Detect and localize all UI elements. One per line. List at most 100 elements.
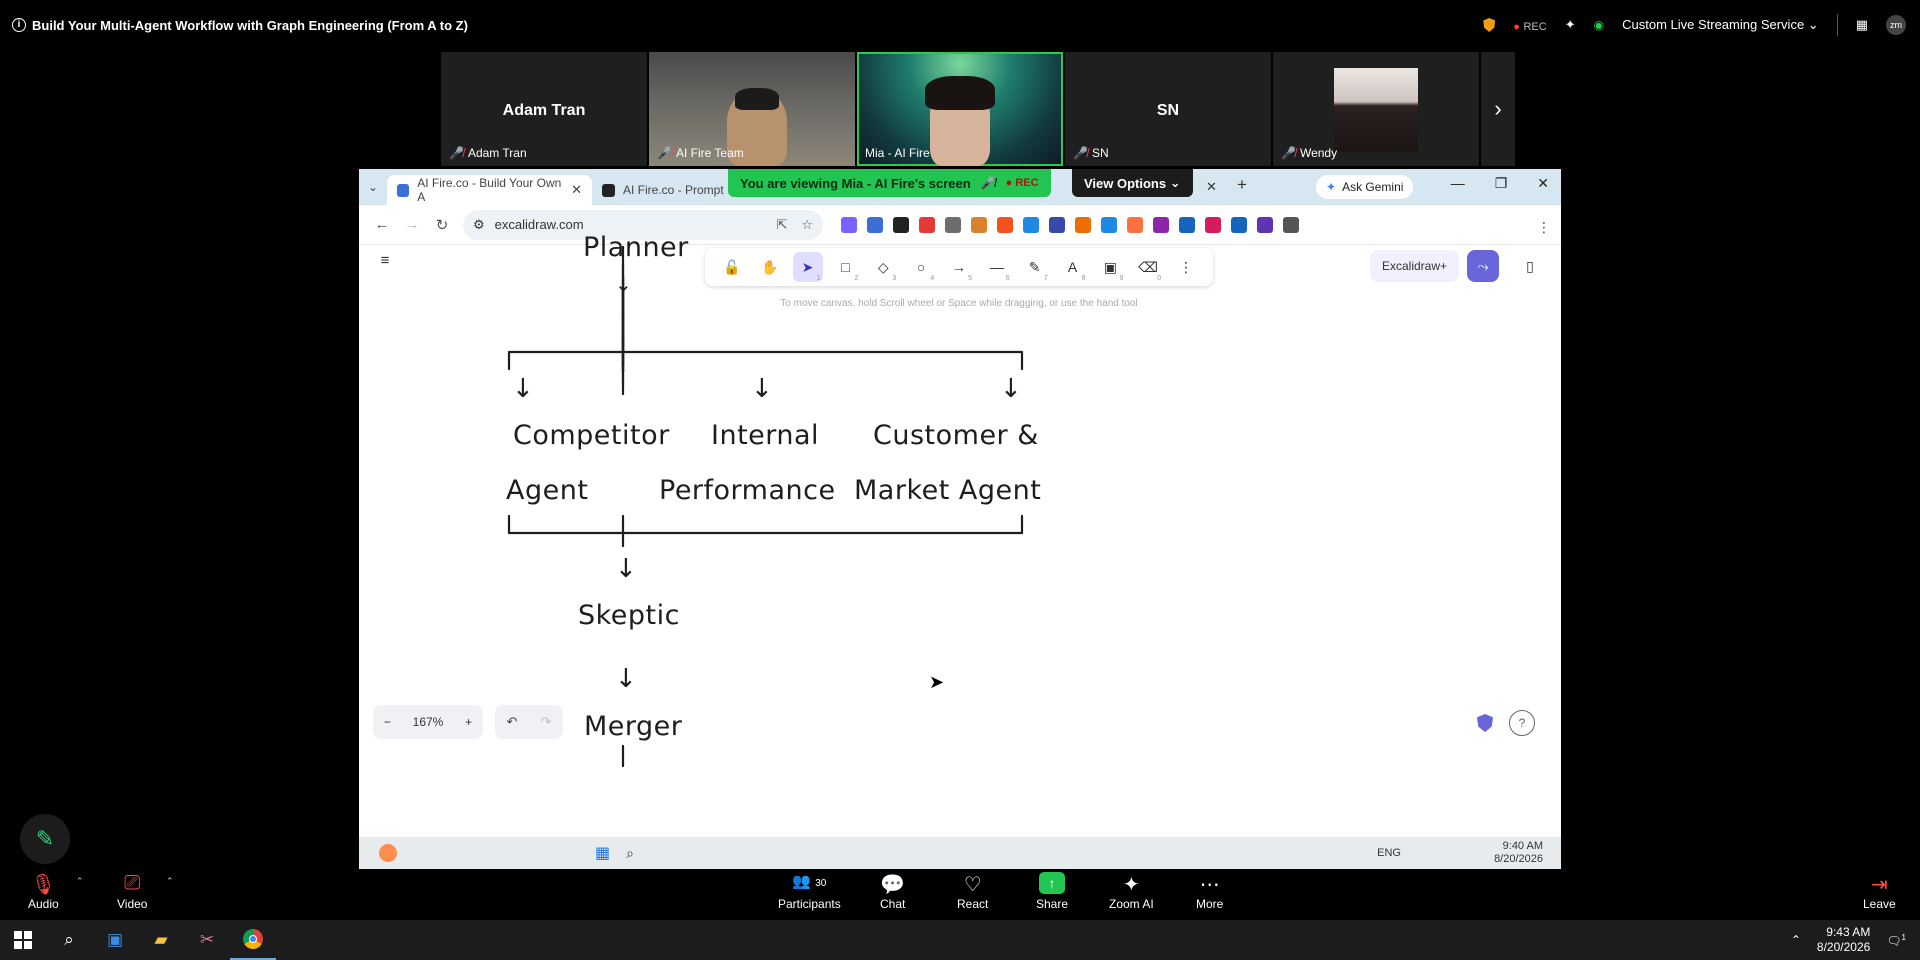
back-icon[interactable]: ←	[374, 216, 390, 233]
ellipse-tool-icon[interactable]: ○4	[906, 252, 936, 282]
browser-extension-icon[interactable]	[971, 216, 987, 233]
url-input[interactable]: ⚙ excalidraw.com ⇱☆	[463, 209, 823, 240]
more-button[interactable]: ⋯ More	[1196, 874, 1224, 911]
search-icon[interactable]: ⌕	[64, 930, 74, 949]
participant-tile[interactable]: SN 🎤̸SN	[1065, 52, 1271, 166]
audio-button[interactable]: 🎙 Audio	[28, 874, 59, 911]
annotate-pencil-icon[interactable]: ✎	[20, 814, 70, 864]
internal-performance-node-line2[interactable]: Performance	[659, 475, 836, 506]
close-window-icon[interactable]: ✕	[1537, 175, 1549, 191]
browser-extension-icon[interactable]	[1231, 216, 1247, 233]
notification-icon[interactable]: 🗨1	[1886, 932, 1906, 948]
browser-extension-icon[interactable]	[1127, 216, 1143, 233]
lock-tool-icon[interactable]: 🔓	[717, 252, 747, 282]
streaming-service-dropdown[interactable]: Custom Live Streaming Service ⌄	[1622, 17, 1819, 32]
browser-extension-icon[interactable]	[1179, 216, 1195, 233]
sparkle-icon[interactable]: ✦	[1564, 17, 1576, 32]
diamond-tool-icon[interactable]: ◇3	[868, 252, 898, 283]
start-button[interactable]	[0, 920, 46, 960]
live-stream-icon[interactable]: ◉	[1593, 18, 1605, 32]
undo-icon[interactable]: ↶	[506, 714, 518, 729]
encryption-shield-icon[interactable]	[1477, 714, 1493, 732]
ask-gemini-button[interactable]: ✦Ask Gemini	[1316, 175, 1414, 199]
close-tab-icon[interactable]: ✕	[1206, 179, 1217, 194]
store-icon[interactable]: ▣	[106, 930, 124, 949]
share-icon[interactable]: ⤳	[1467, 250, 1499, 282]
selection-tool-icon[interactable]: ➤1	[792, 252, 823, 282]
arrow-tool-icon[interactable]: →5	[944, 252, 974, 282]
browser-extension-icon[interactable]	[1049, 216, 1065, 233]
zoom-ai-button[interactable]: ✦ Zoom AI	[1109, 874, 1154, 911]
audio-options-chevron-icon[interactable]: ⌃	[76, 876, 84, 886]
draw-tool-icon[interactable]: ✎7	[1020, 252, 1050, 283]
restore-icon[interactable]: ❐	[1494, 175, 1508, 191]
browser-extension-icon[interactable]	[1205, 216, 1221, 233]
new-tab-icon[interactable]: +	[1237, 175, 1247, 194]
skeptic-node[interactable]: Skeptic	[578, 600, 680, 631]
video-button[interactable]: ⎚ Video	[117, 872, 148, 911]
browser-extension-icon[interactable]	[1283, 216, 1299, 233]
tray-chevron-up-icon[interactable]: ⌃	[1790, 933, 1801, 947]
browser-extension-icon[interactable]	[1075, 216, 1091, 233]
avatar[interactable]: zm	[1886, 15, 1906, 35]
chat-button[interactable]: 💬 Chat	[880, 874, 906, 911]
participants-button[interactable]: 👥 30 Participants	[778, 873, 841, 911]
install-app-icon[interactable]: ⇱	[776, 216, 788, 232]
customer-market-agent-node-line1[interactable]: Customer &	[873, 420, 1039, 451]
browser-tab[interactable]: AI Fire.co - Build Your Own A ✕	[387, 175, 592, 205]
browser-extension-icon[interactable]	[893, 216, 909, 233]
planner-node[interactable]: Planner	[583, 232, 689, 263]
video-options-chevron-icon[interactable]: ⌃	[166, 876, 174, 886]
browser-extension-icon[interactable]	[867, 216, 883, 233]
excalidraw-plus-button[interactable]: Excalidraw+	[1370, 250, 1460, 282]
internal-performance-node-line1[interactable]: Internal	[711, 420, 820, 451]
customer-market-agent-node-line2[interactable]: Market Agent	[854, 475, 1042, 506]
browser-menu-icon[interactable]: ⋮	[1537, 219, 1551, 235]
close-tab-icon[interactable]: ✕	[571, 182, 582, 197]
participant-tile-active[interactable]: Mia - AI Fire	[857, 52, 1063, 166]
zoom-level[interactable]: 167%	[412, 715, 444, 729]
library-sidebar-icon[interactable]: ▯	[1526, 257, 1534, 274]
participant-tile[interactable]: 🎤̸Wendy	[1273, 52, 1479, 166]
zoom-in-icon[interactable]: +	[465, 715, 473, 729]
browser-extension-icon[interactable]	[841, 216, 857, 233]
browser-extension-icon[interactable]	[1153, 216, 1169, 233]
next-page-chevron-icon[interactable]: ›	[1481, 52, 1515, 166]
browser-extension-icon[interactable]	[919, 216, 935, 233]
line-tool-icon[interactable]: —6	[982, 252, 1012, 282]
hand-tool-icon[interactable]: ✋	[755, 252, 785, 282]
help-icon[interactable]: ?	[1509, 710, 1535, 736]
zoom-out-icon[interactable]: −	[383, 715, 391, 729]
reload-icon[interactable]: ↻	[435, 216, 449, 234]
browser-extension-icon[interactable]	[945, 216, 961, 233]
competitor-agent-node-line2[interactable]: Agent	[506, 475, 589, 506]
view-options-button[interactable]: View Options ⌄	[1072, 169, 1193, 197]
react-button[interactable]: ♡ React	[957, 874, 989, 911]
forward-icon[interactable]: →	[404, 216, 420, 233]
rectangle-tool-icon[interactable]: □2	[830, 252, 860, 282]
browser-extension-icon[interactable]	[1257, 216, 1273, 233]
image-tool-icon[interactable]: ▣9	[1095, 252, 1125, 283]
view-calendar-icon[interactable]: ▦	[1855, 17, 1868, 32]
browser-extension-icon[interactable]	[1101, 216, 1117, 233]
merger-node[interactable]: Merger	[584, 711, 683, 742]
snipping-tool-icon[interactable]: ✂	[199, 930, 215, 949]
hamburger-menu-icon[interactable]: ≡	[380, 252, 390, 269]
participant-tile[interactable]: Adam Tran 🎤̸Adam Tran	[441, 52, 647, 166]
competitor-agent-node-line1[interactable]: Competitor	[513, 420, 670, 451]
minimize-icon[interactable]: —	[1450, 175, 1465, 191]
browser-tab[interactable]: AI Fire.co - Prompt	[592, 175, 734, 205]
browser-extension-icon[interactable]	[1023, 216, 1039, 233]
share-screen-button[interactable]: ↑ Share	[1036, 872, 1068, 911]
more-tools-icon[interactable]: ⋮	[1171, 252, 1201, 282]
leave-button[interactable]: ⇥ Leave	[1863, 874, 1896, 911]
redo-icon[interactable]: ↷	[540, 714, 552, 729]
info-icon[interactable]: i	[12, 18, 26, 32]
tab-search-chevron-icon[interactable]: ⌄	[367, 180, 379, 194]
file-explorer-icon[interactable]: ▰	[154, 930, 168, 949]
chrome-icon[interactable]	[230, 920, 276, 960]
recording-indicator[interactable]: ● REC	[1513, 20, 1547, 33]
